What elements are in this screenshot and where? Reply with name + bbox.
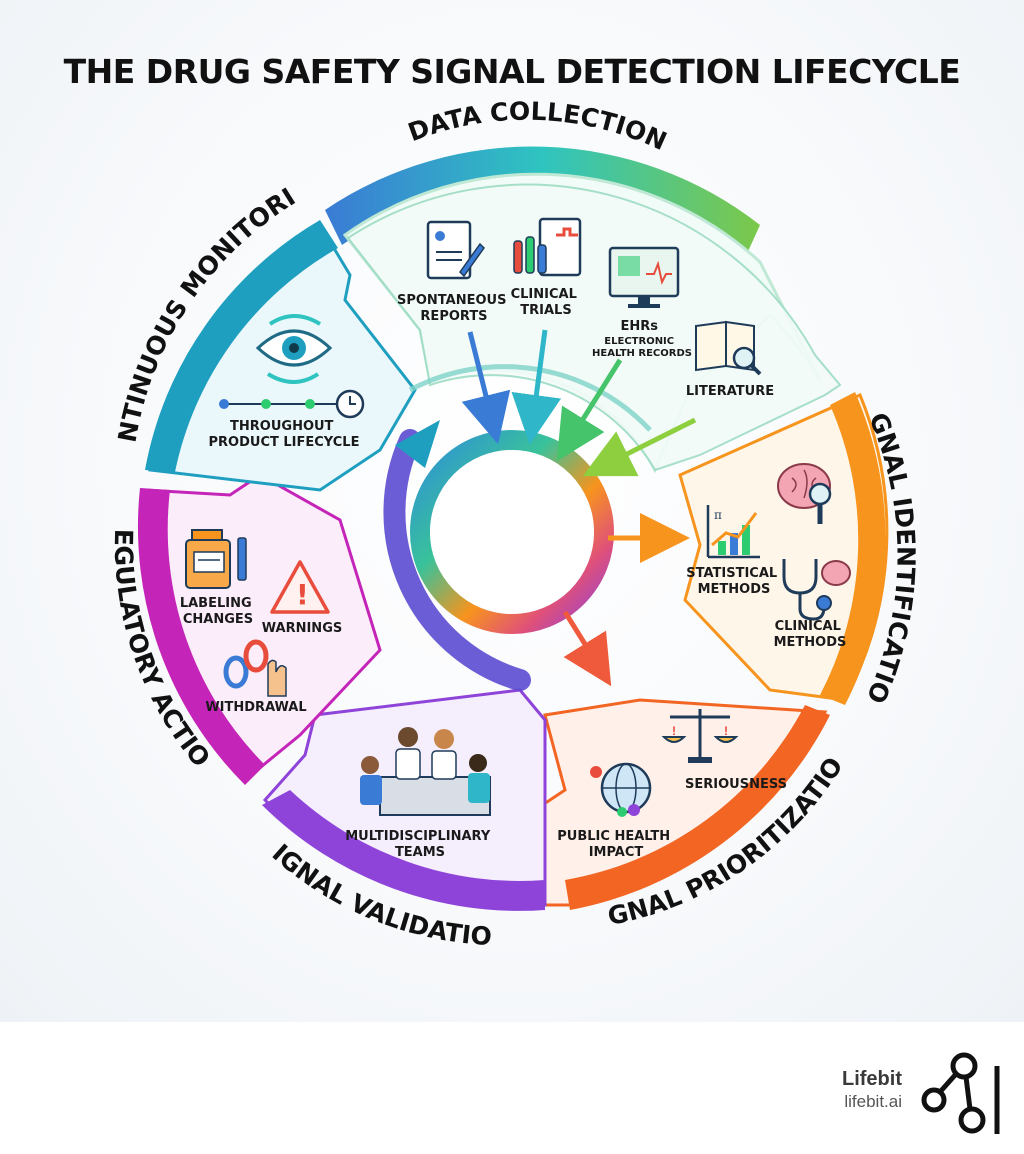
footer	[0, 1022, 1024, 1154]
arrow-spontaneous-to-hub	[461, 331, 511, 445]
svg-text:!: !	[296, 578, 309, 611]
item-withdrawal: WITHDRAWAL	[205, 700, 306, 715]
stage-signal-prioritization	[518, 698, 830, 910]
arrow-literature-to-hub	[582, 417, 697, 477]
item-clinical-methods: CLINICAL METHODS	[774, 619, 847, 650]
item-multidisciplinary-teams: MULTIDISCIPLINARY TEAMS	[345, 829, 495, 860]
diagram-title: THE DRUG SAFETY SIGNAL DETECTION LIFECYC…	[63, 52, 961, 91]
scales-icon: ! !	[661, 709, 739, 763]
cycle-arrow-head	[395, 420, 440, 468]
warning-icon: !	[270, 560, 330, 614]
broken-chain-hand-icon	[223, 639, 287, 697]
signal-prioritization-outer-band	[565, 705, 830, 910]
item-spontaneous-reports: SPONTANEOUS REPORTS	[397, 293, 511, 324]
lifebit-logo-icon	[921, 1052, 1000, 1134]
data-collection-inner-panel	[346, 183, 842, 472]
item-literature: LITERATURE	[686, 384, 774, 399]
timeline-clock-icon	[219, 389, 365, 419]
item-clinical-trials: CLINICAL TRIALS	[511, 287, 582, 318]
item-statistical-methods: STATISTICAL METHODS	[686, 566, 781, 597]
signal-identification-outer-band	[820, 392, 886, 705]
book-magnifier-icon	[695, 320, 762, 376]
item-seriousness: SERIOUSNESS	[685, 777, 787, 792]
pill-bottle-label-icon	[185, 529, 247, 589]
stage-signal-identification	[678, 392, 889, 705]
arrow-clinical-to-hub	[511, 329, 562, 445]
team-meeting-icon	[360, 727, 491, 816]
stethoscope-icon	[782, 559, 851, 621]
regulatory-action-outer-band	[137, 488, 265, 785]
brand-name: Lifebit	[842, 1068, 902, 1090]
continuous-monitoring-outer-band	[145, 220, 338, 472]
item-public-health-impact: PUBLIC HEALTH IMPACT	[557, 829, 674, 860]
item-labeling-changes: LABELING CHANGES	[180, 596, 256, 627]
svg-text:π: π	[714, 508, 722, 522]
arrow-ehrs-to-hub	[556, 358, 623, 462]
cycle-arrow	[383, 429, 531, 691]
arrow-hub-to-prioritization	[562, 610, 612, 687]
inner-data-ring	[408, 364, 652, 432]
svg-text:!: !	[672, 724, 676, 738]
signal-validation-outer-band	[262, 790, 545, 911]
ehr-monitor-icon	[608, 246, 680, 308]
eye-cycle-icon	[255, 314, 333, 384]
trend-chart-icon: π	[706, 505, 760, 559]
data-collection-outer-band	[325, 146, 760, 258]
test-tubes-clipboard-icon	[513, 217, 582, 277]
brain-magnifier-icon	[777, 463, 832, 524]
brand-url: lifebit.ai	[844, 1092, 902, 1111]
item-ehrs: EHRs ELECTRONIC HEALTH RECORDS	[592, 315, 692, 359]
svg-text:!: !	[724, 724, 728, 738]
globe-people-icon	[590, 762, 652, 817]
item-throughout-lifecycle: THROUGHOUT PRODUCT LIFECYCLE	[209, 419, 360, 450]
document-report-icon	[426, 220, 485, 280]
central-hub	[430, 450, 594, 614]
item-warnings: WARNINGS	[262, 621, 342, 636]
lifecycle-diagram: π ! ! !	[0, 0, 921, 951]
